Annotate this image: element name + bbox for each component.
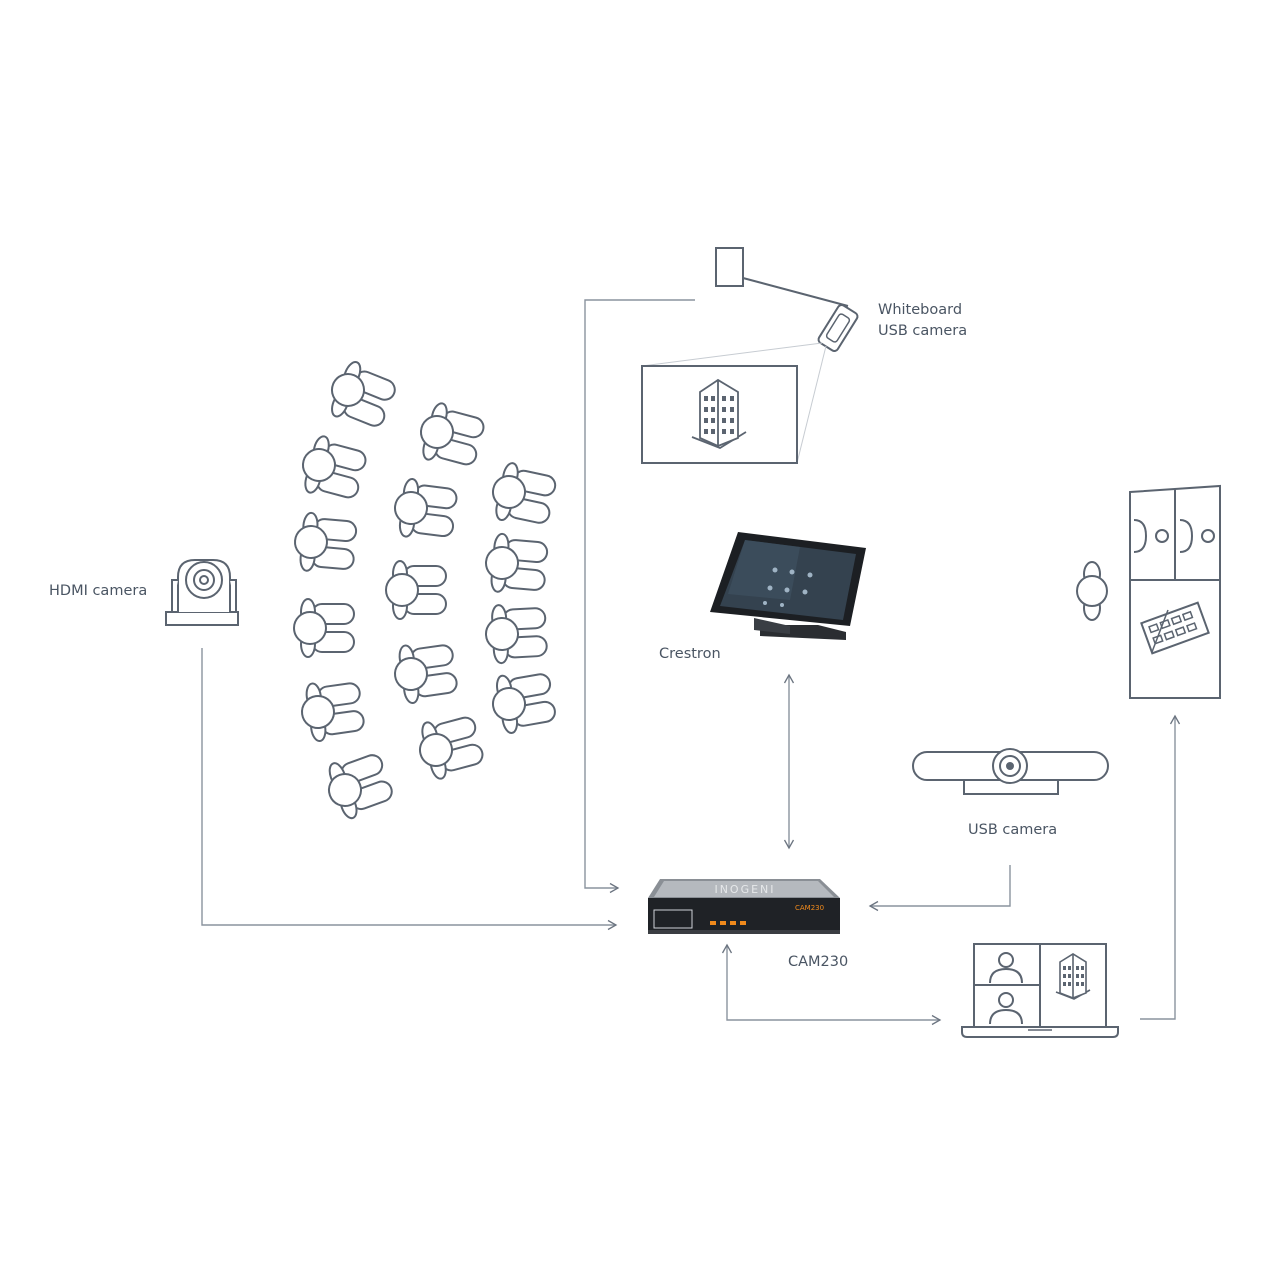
usb-camera-icon xyxy=(912,748,1109,795)
hdmi-connection xyxy=(201,648,618,931)
crestron-label: Crestron xyxy=(659,646,721,662)
person-icon xyxy=(291,510,359,576)
whiteboard-connection xyxy=(584,299,695,894)
whiteboard-setup xyxy=(641,247,859,464)
person-icon xyxy=(486,459,560,531)
cam230-device-brand: INOGENI xyxy=(714,883,775,896)
person-icon xyxy=(390,476,460,544)
hdmi-camera-label: HDMI camera xyxy=(49,583,148,599)
laptop-connection xyxy=(721,943,942,1026)
whiteboard-label-line2: USB camera xyxy=(878,323,968,339)
building-icon xyxy=(1140,601,1210,655)
usb-camera-label: USB camera xyxy=(968,822,1058,838)
person-icon xyxy=(390,638,460,706)
whiteboard-camera-label: Whiteboard USB camera xyxy=(878,300,967,342)
person-icon xyxy=(295,431,371,506)
person-icon xyxy=(321,356,401,435)
whiteboard-usb-camera-icon xyxy=(817,304,859,352)
usb-camera-connection xyxy=(868,865,1011,912)
display-connection xyxy=(1140,714,1181,1020)
whiteboard-label-line1: Whiteboard xyxy=(878,302,963,318)
person-icon xyxy=(293,598,355,658)
connection-lines xyxy=(201,299,1181,1026)
person-icon xyxy=(482,531,550,597)
building-icon xyxy=(691,378,747,450)
person-icon xyxy=(297,676,367,744)
person-icon xyxy=(487,666,559,737)
cam230-label: CAM230 xyxy=(788,954,849,970)
person-icon xyxy=(319,746,398,824)
laptop-icon xyxy=(961,943,1119,1038)
audience-group xyxy=(291,356,560,824)
wall-plate-icon xyxy=(715,247,744,287)
person-icon xyxy=(1076,561,1108,621)
person-icon xyxy=(413,398,489,473)
cam230-device-model: CAM230 xyxy=(795,904,824,912)
room-display-icon xyxy=(1129,484,1221,699)
person-icon xyxy=(385,560,447,620)
person-icon xyxy=(412,709,488,784)
crestron-touch-panel-icon xyxy=(710,532,866,640)
person-icon xyxy=(483,601,549,665)
cam230-device-icon: INOGENI CAM230 xyxy=(648,879,840,934)
building-icon xyxy=(1055,953,1091,1000)
hdmi-camera-icon xyxy=(165,559,239,626)
